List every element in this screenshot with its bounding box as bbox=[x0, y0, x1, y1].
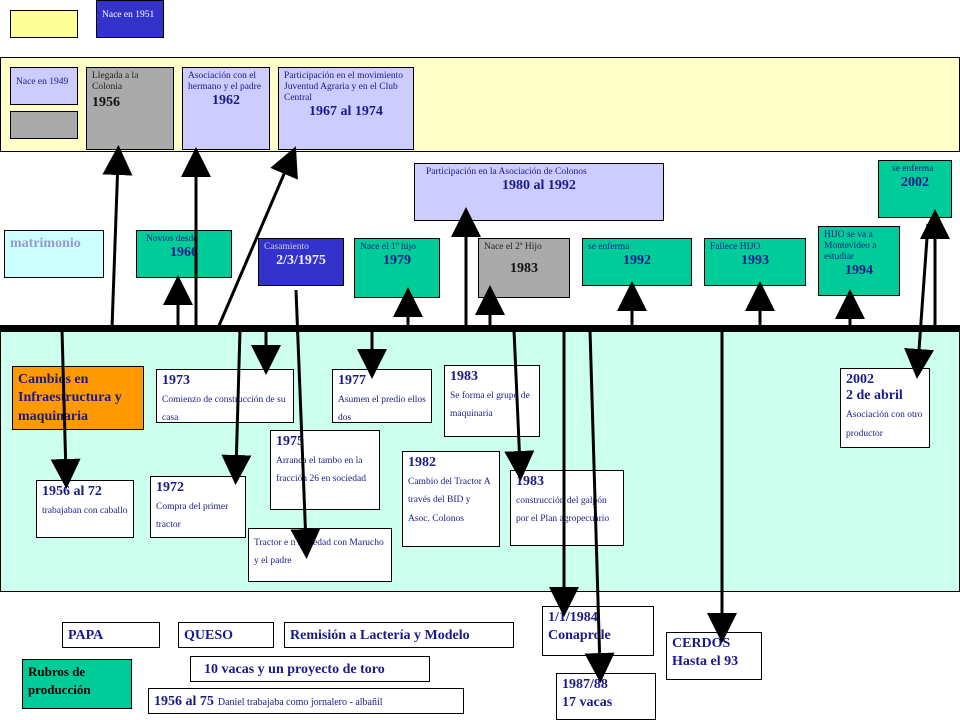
matrimonio-box: matrimonio bbox=[4, 230, 104, 278]
born-1949-box: Nace en 1949 bbox=[10, 67, 78, 105]
hijo1-text: Nace el 1º hijo bbox=[360, 242, 416, 252]
movement-year: 1967 al 1974 bbox=[309, 103, 383, 119]
novios-text: Novios desde bbox=[146, 234, 198, 244]
event-1975-year: 1975 bbox=[276, 434, 304, 449]
arrival-box: Llegada a la Colonia 1956 bbox=[86, 67, 174, 150]
novios-year: 1966 bbox=[170, 244, 198, 260]
papa-box: PAPA bbox=[62, 622, 160, 648]
event-1975-text: Arranca el tambo en la fracción 26 en so… bbox=[276, 456, 366, 485]
event-2002-box: 2002 2 de abril Asociación con otro prod… bbox=[840, 368, 930, 448]
movement-box: Participación en el movimiento Juventud … bbox=[278, 67, 414, 150]
born-1951-box: Nace en 1951 bbox=[96, 0, 164, 38]
sick-1992-text: se enferma bbox=[588, 242, 630, 252]
sick-2002-year: 2002 bbox=[901, 174, 929, 190]
casamiento-text: Casamiento bbox=[264, 242, 309, 252]
colonos-year: 1980 al 1992 bbox=[502, 177, 576, 193]
rubros-box: Rubros de producción bbox=[22, 659, 132, 709]
event-1983a-year: 1983 bbox=[450, 369, 478, 384]
event-1983a-box: 1983 Se forma el grupo de maquinaria bbox=[444, 365, 540, 437]
association-year: 1962 bbox=[212, 92, 240, 108]
cerdos-until: Hasta el 93 bbox=[672, 654, 739, 670]
arrow-vacas17 bbox=[584, 329, 615, 683]
legend-yellow-swatch bbox=[10, 10, 78, 38]
event-1982-year: 1982 bbox=[408, 455, 436, 470]
arrow-1983b bbox=[504, 329, 535, 481]
conaprole-label: Conaprole bbox=[548, 628, 611, 644]
event-1973-year: 1973 bbox=[162, 373, 190, 388]
vacas-toro-box: 10 vacas y un proyecto de toro bbox=[190, 656, 430, 682]
event-1972-text: Compra del primer tractor bbox=[156, 502, 229, 531]
arrow-2002 bbox=[904, 223, 935, 379]
movement-text: Participación en el movimiento Juventud … bbox=[284, 71, 403, 103]
fallece-box: Fallece HIJO 1993 bbox=[704, 238, 806, 286]
event-1975-box: 1975 Arranca el tambo en la fracción 26 … bbox=[270, 430, 380, 510]
arrival-year: 1956 bbox=[92, 94, 120, 110]
event-2002-date: 2 de abril bbox=[846, 388, 903, 404]
remision-label: Remisión a Lactería y Modelo bbox=[290, 628, 470, 643]
arrow-1956 bbox=[50, 329, 81, 489]
sick-2002-box: se enferma 2002 bbox=[878, 160, 952, 218]
vacas-toro-label: 10 vacas y un proyecto de toro bbox=[204, 662, 385, 677]
born-1949-label: Nace en 1949 bbox=[16, 77, 69, 87]
arrow-1975 bbox=[290, 289, 321, 559]
sick-1992-year: 1992 bbox=[623, 252, 651, 268]
jornal-years: 1956 al 75 bbox=[154, 694, 214, 709]
association-text: Asociación con el hermano y el padre bbox=[188, 71, 262, 92]
montevideo-text: HIJO se va a Montevideo a estudiar bbox=[824, 230, 877, 262]
queso-box: QUESO bbox=[178, 622, 274, 648]
hijo2-year: 1983 bbox=[510, 260, 538, 276]
event-1977-text: Asumen el predio ellos dos bbox=[338, 395, 426, 423]
sick-2002-text: se enferma bbox=[892, 164, 934, 174]
event-1973-text: Comienzo de construcción de su casa bbox=[162, 395, 286, 423]
arrow-movement bbox=[216, 146, 298, 329]
event-1972-box: 1972 Compra del primer tractor bbox=[150, 476, 246, 538]
colonos-text: Participación en la Asociación de Colono… bbox=[426, 167, 587, 177]
jornal-box: 1956 al 75 Daniel trabajaba como jornale… bbox=[148, 688, 464, 714]
casamiento-year: 2/3/1975 bbox=[276, 252, 326, 268]
matrimonio-label: matrimonio bbox=[10, 236, 81, 251]
event-2002-text: Asociación con otro productor bbox=[846, 410, 923, 439]
vacas17-label: 17 vacas bbox=[562, 695, 613, 711]
legend-grey-swatch bbox=[10, 111, 78, 139]
queso-label: QUESO bbox=[184, 628, 234, 643]
event-1972-year: 1972 bbox=[156, 480, 184, 495]
event-1973-box: 1973 Comienzo de construcción de su casa bbox=[156, 369, 294, 423]
fallece-text: Fallece HIJO bbox=[710, 242, 761, 252]
event-1982-text: Cambio del Tractor A través del BID y As… bbox=[408, 477, 491, 524]
timeline-axis bbox=[0, 325, 960, 332]
papa-label: PAPA bbox=[68, 628, 104, 643]
montevideo-box: HIJO se va a Montevideo a estudiar 1994 bbox=[818, 226, 900, 296]
arrow-1972 bbox=[221, 329, 252, 485]
arrival-text: Llegada a la Colonia bbox=[92, 71, 139, 92]
hijo2-text: Nace el 2ª Hijo bbox=[484, 242, 542, 252]
event-1956-text: trabajaban con caballo bbox=[42, 506, 128, 517]
casamiento-box: Casamiento 2/3/1975 bbox=[258, 238, 344, 286]
cambios-heading-box: Cambios en Infraestructura y maquinaria bbox=[12, 366, 144, 430]
event-2002-year: 2002 bbox=[846, 372, 874, 387]
fallece-year: 1993 bbox=[741, 252, 769, 268]
event-1983a-text: Se forma el grupo de maquinaria bbox=[450, 391, 530, 420]
cerdos-box: CERDOS Hasta el 93 bbox=[666, 632, 762, 680]
rubros-label: Rubros de producción bbox=[28, 664, 91, 698]
novios-box: Novios desde 1966 bbox=[136, 230, 232, 278]
jornal-text: Daniel trabajaba como jornalero - albañi… bbox=[217, 697, 383, 708]
born-1951-label: Nace en 1951 bbox=[102, 10, 155, 20]
remision-box: Remisión a Lactería y Modelo bbox=[284, 622, 514, 648]
sick-1992-box: se enferma 1992 bbox=[582, 238, 692, 286]
event-1956-box: 1956 al 72 trabajaban con caballo bbox=[36, 480, 134, 538]
hijo1-box: Nace el 1º hijo 1979 bbox=[354, 238, 440, 298]
hijo1-year: 1979 bbox=[383, 252, 411, 268]
association-box: Asociación con el hermano y el padre 196… bbox=[182, 67, 270, 150]
cambios-heading: Cambios en Infraestructura y maquinaria bbox=[18, 372, 122, 424]
arrow-arrival bbox=[102, 145, 133, 329]
montevideo-year: 1994 bbox=[845, 262, 873, 278]
event-1982-box: 1982 Cambio del Tractor A través del BID… bbox=[402, 451, 500, 547]
